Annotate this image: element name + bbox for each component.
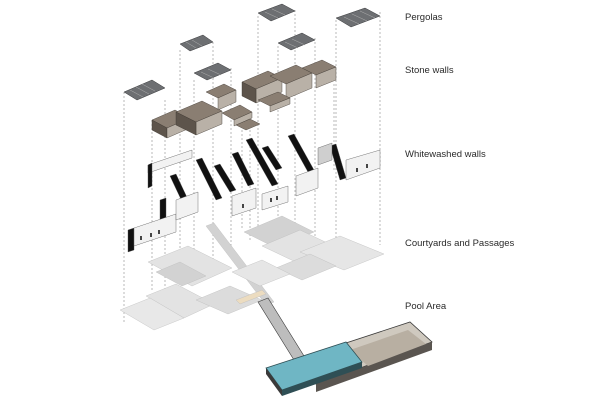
whitewashed-walls-layer — [127, 133, 381, 253]
courtyards-layer — [119, 215, 385, 331]
pool-area-layer — [257, 297, 433, 396]
label-stone-walls: Stone walls — [405, 65, 454, 76]
label-pool-area: Pool Area — [405, 301, 447, 312]
stone-walls-layer — [151, 59, 337, 139]
pergola-top-center — [257, 3, 296, 22]
layer-labels: Pergolas Stone walls Whitewashed walls C… — [405, 12, 515, 312]
label-whitewashed-walls: Whitewashed walls — [405, 149, 486, 160]
pergolas-layer — [123, 3, 381, 101]
label-courtyards-and-passages: Courtyards and Passages — [405, 238, 515, 249]
pergola-mid-left — [193, 62, 232, 81]
pergola-mid-center — [277, 32, 316, 51]
pergola-left — [123, 79, 166, 101]
pergola-upper-left — [179, 34, 214, 52]
pergola-right — [335, 7, 381, 28]
label-pergolas: Pergolas — [405, 12, 443, 23]
